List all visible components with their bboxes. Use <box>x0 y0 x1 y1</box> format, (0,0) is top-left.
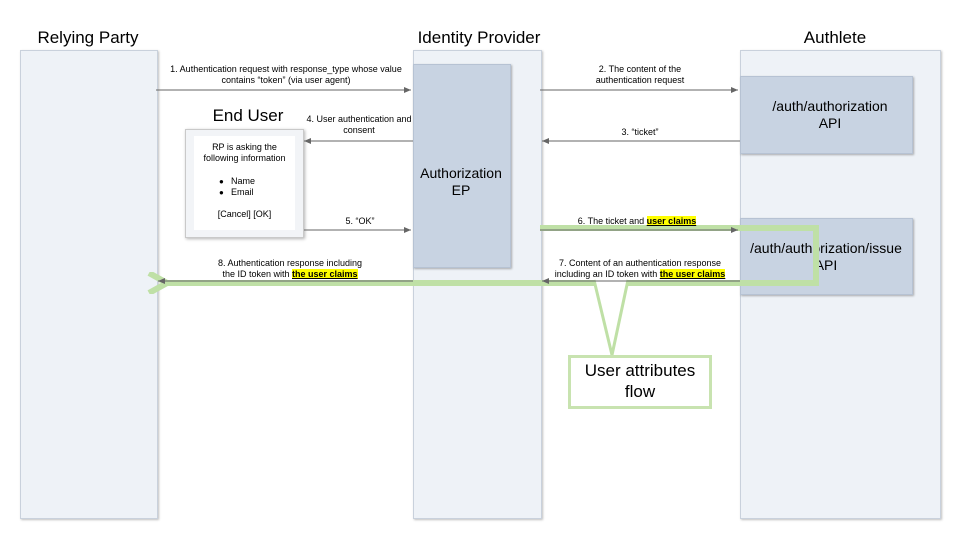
message-8-highlight: the user claims <box>292 269 358 279</box>
consent-dialog: RP is asking the following information N… <box>185 129 304 238</box>
message-3: 3. “ticket” <box>621 127 659 137</box>
auth-authorization-api-label: /auth/authorization API <box>772 98 888 131</box>
user-attributes-flow <box>165 225 819 356</box>
consent-dialog-text: RP is asking the following information <box>203 142 286 163</box>
lane-title-relying-party: Relying Party <box>37 28 139 47</box>
callout-line1: User attributes <box>584 361 696 380</box>
message-8-line2: the ID token with the user claims <box>190 269 390 280</box>
lane-title-authlete: Authlete <box>803 28 867 47</box>
callout-line2: flow <box>624 382 656 401</box>
consent-dialog-content: RP is asking the following information N… <box>194 136 295 230</box>
message-7-line1: 7. Content of an authentication response <box>558 258 722 268</box>
list-item: Email <box>219 187 295 198</box>
message-7: 7. Content of an authentication response… <box>540 258 740 280</box>
message-1: 1. Authentication request with response_… <box>166 64 406 86</box>
message-6-text: 6. The ticket and <box>577 216 647 226</box>
message-2: 2. The content of the authentication req… <box>570 64 710 86</box>
end-user-title: End User <box>212 106 284 125</box>
message-7-line2: including an ID token with the user clai… <box>540 269 740 280</box>
message-8-line1: 8. Authentication response including <box>217 258 363 268</box>
list-item: Name <box>219 176 295 187</box>
lane-title-identity-provider: Identity Provider <box>417 28 541 47</box>
message-7-line2-text: including an ID token with <box>554 269 660 279</box>
authorization-ep-label: Authorization EP <box>420 165 502 198</box>
consent-dialog-list: Name Email <box>219 176 295 198</box>
authorization-ep-box <box>413 64 511 268</box>
message-8: 8. Authentication response including the… <box>190 258 390 280</box>
message-7-highlight: the user claims <box>659 269 726 279</box>
auth-authorization-issue-api-label: /auth/authorization/issue API <box>750 240 902 273</box>
auth-authorization-api-box <box>740 76 913 154</box>
message-1-text: 1. Authentication request with response_… <box>170 64 402 85</box>
message-6: 6. The ticket and user claims <box>552 216 722 227</box>
message-5: 5. “OK” <box>345 216 375 226</box>
consent-dialog-buttons: [Cancel] [OK] <box>217 209 272 219</box>
user-attributes-flow-callout: User attributes flow <box>568 355 712 409</box>
message-6-highlight: user claims <box>646 216 697 226</box>
lane-relying-party <box>20 50 158 519</box>
message-8-line2-text: the ID token with <box>222 269 292 279</box>
message-4: 4. User authentication and consent <box>306 114 412 136</box>
message-4-text: 4. User authentication and consent <box>306 114 412 135</box>
message-2-text: 2. The content of the authentication req… <box>595 64 685 85</box>
